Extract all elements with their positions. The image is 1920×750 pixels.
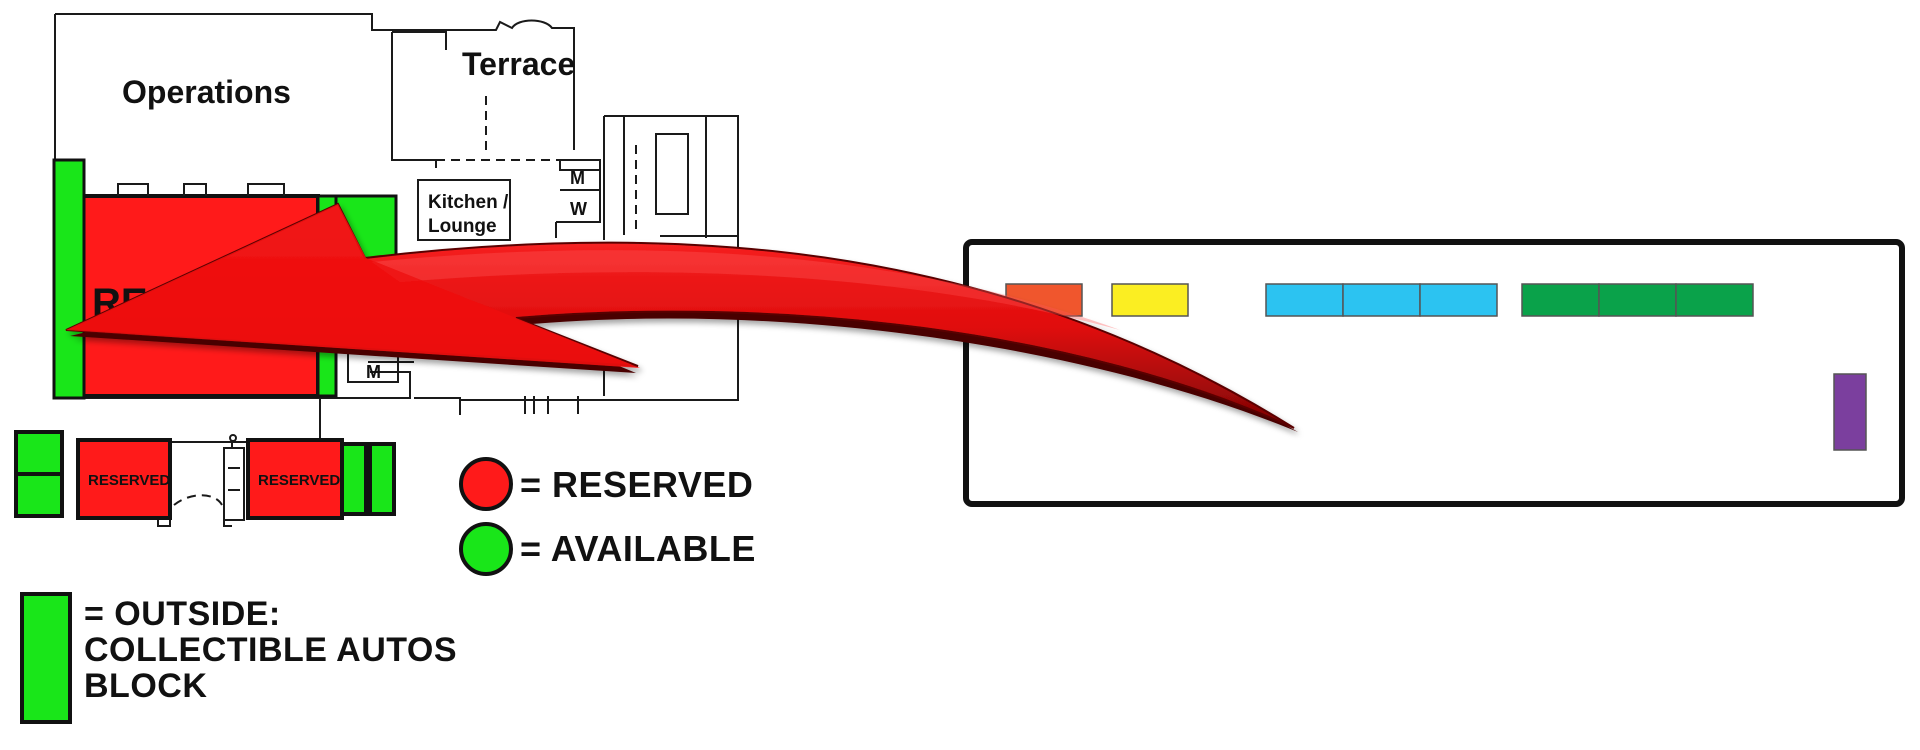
blue-block-3 xyxy=(1419,283,1498,317)
reserved-booth-left-label: RESERVED xyxy=(88,472,170,489)
arrow-head xyxy=(66,204,640,368)
room-label-lounge: Lounge xyxy=(428,216,497,237)
green-block-3 xyxy=(1675,283,1754,317)
legend-outside-line3: BLOCK xyxy=(84,667,207,705)
booth-row: RESERVED RESERVED xyxy=(14,430,396,520)
green-block-1 xyxy=(1521,283,1600,317)
legend-reserved-swatch xyxy=(459,457,513,511)
reserved-booth-left xyxy=(76,438,172,520)
restroom-label-m: M xyxy=(570,168,585,188)
blue-block-2 xyxy=(1342,283,1421,317)
room-label-terrace: Terrace xyxy=(462,46,575,82)
legend-outside-swatch xyxy=(20,592,72,724)
room-label-operations: Operations xyxy=(122,74,291,110)
legend-outside-line1: = OUTSIDE: xyxy=(84,595,281,633)
arrow-highlight xyxy=(372,250,1120,330)
legend-available-swatch xyxy=(459,522,513,576)
yellow-block xyxy=(1111,283,1189,317)
reserved-booth-right xyxy=(246,438,344,520)
available-booth-2b xyxy=(368,442,396,516)
legend: = RESERVED = AVAILABLE = OUTSIDE: COLLEC… xyxy=(20,457,756,724)
hall-top-nubs xyxy=(117,183,285,196)
outside-lot xyxy=(963,239,1905,507)
blue-block-1 xyxy=(1265,283,1344,317)
restroom-label-w: W xyxy=(570,199,587,219)
legend-available-label: = AVAILABLE xyxy=(520,528,756,569)
legend-outside-line2: COLLECTIBLE AUTOS xyxy=(84,631,457,669)
arrow-body xyxy=(65,202,1295,429)
room-label-kitchen: Kitchen / xyxy=(428,192,509,213)
reserved-booth-right-label: RESERVED xyxy=(258,472,340,489)
green-block-2 xyxy=(1598,283,1677,317)
curved-arrow xyxy=(65,202,1298,432)
outside-lot-border xyxy=(963,239,1905,507)
purple-block xyxy=(1833,373,1867,451)
restroom-label-m-lower: M xyxy=(366,362,381,382)
available-booth-1b xyxy=(14,472,64,518)
kitchen-lounge-box xyxy=(417,179,511,241)
available-left-strip xyxy=(52,158,86,400)
legend-reserved-label: = RESERVED xyxy=(520,464,753,505)
available-booth-2a xyxy=(340,442,368,516)
available-booth-1a xyxy=(14,430,64,476)
